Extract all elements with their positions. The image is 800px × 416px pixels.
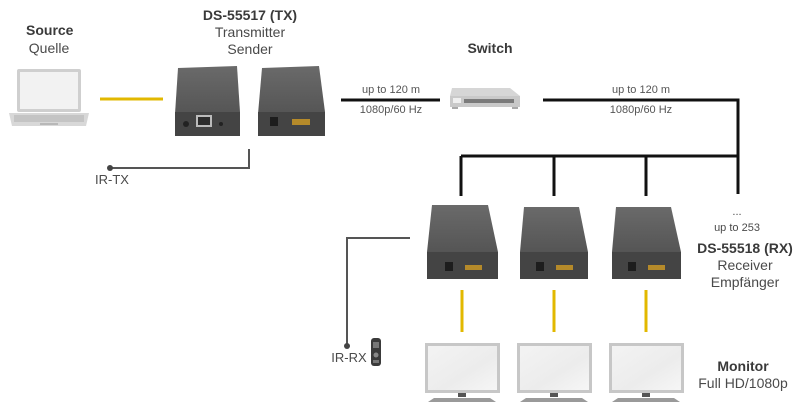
monitor-1 — [425, 343, 500, 402]
rx-unit-1 — [427, 205, 498, 279]
ir-rx-dot — [344, 343, 350, 349]
ir-tx-dot — [107, 165, 113, 171]
rx-model: DS-55518 (RX) — [697, 240, 793, 256]
source-subtitle: Quelle — [28, 40, 70, 56]
tx-unit-lan — [175, 66, 240, 136]
monitor-subtitle: Full HD/1080p — [698, 375, 788, 391]
rx-unit-2 — [520, 207, 588, 279]
remote-control-icon — [371, 338, 381, 366]
ir-tx-wire — [110, 149, 250, 169]
monitor-3 — [609, 343, 684, 402]
switch-title: Switch — [467, 40, 513, 56]
rx-line2: Empfänger — [710, 274, 780, 290]
laptop-icon — [9, 69, 89, 126]
ir-rx-wire — [346, 237, 410, 346]
rx-ellipsis: ... — [732, 206, 742, 218]
network-switch-icon — [450, 88, 520, 109]
cable-left-resolution: 1080p/60 Hz — [359, 104, 423, 116]
ir-tx-label: IR-TX — [95, 172, 129, 187]
cable-right-distance: up to 120 m — [611, 84, 671, 96]
monitor-2 — [517, 343, 592, 402]
rx-unit-3 — [612, 207, 681, 279]
tx-line2: Sender — [227, 41, 273, 57]
cable-right-resolution: 1080p/60 Hz — [609, 104, 673, 116]
rx-line1: Receiver — [717, 257, 773, 273]
tx-model: DS-55517 (TX) — [202, 7, 298, 23]
rx-count-note: up to 253 — [714, 222, 760, 234]
source-title: Source — [26, 22, 74, 38]
monitor-title: Monitor — [717, 358, 769, 374]
network-cable-switch-rx — [543, 98, 740, 194]
tx-line1: Transmitter — [214, 24, 286, 40]
tx-unit-hdmi — [258, 66, 325, 136]
cable-left-distance: up to 120 m — [361, 84, 421, 96]
ir-rx-label: IR-RX — [331, 350, 367, 365]
